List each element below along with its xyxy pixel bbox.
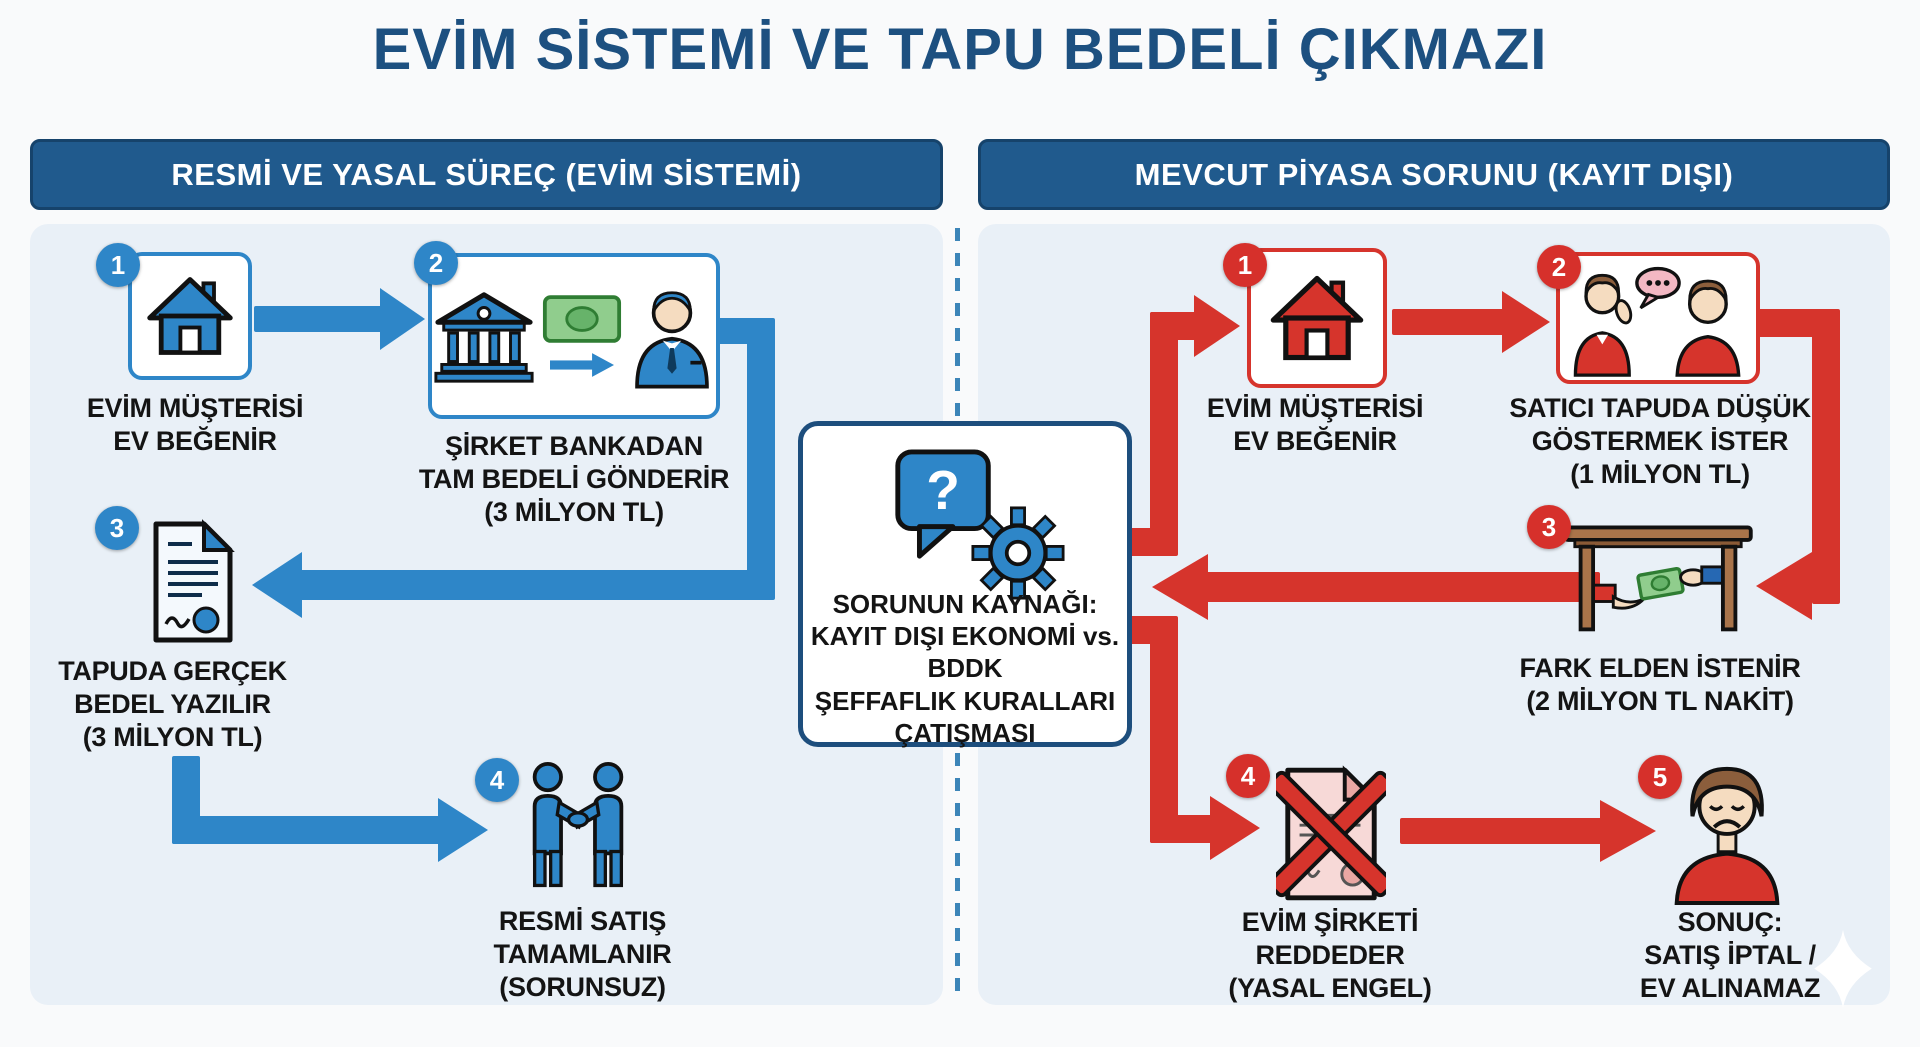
banknote-icon [542, 294, 622, 344]
left-step1-box [128, 252, 252, 380]
arrowhead-to-r1 [1194, 295, 1240, 357]
right-step2-badge: 2 [1537, 245, 1581, 289]
left-step1-badge: 1 [96, 243, 140, 287]
left-step1-label: EVİM MÜŞTERİSİ EV BEĞENİR [86, 393, 304, 456]
right-step4-badge: 4 [1226, 754, 1270, 798]
arrowhead-to-l3 [252, 552, 302, 618]
under-table-cash-icon [1558, 514, 1758, 639]
right-step5-badge: 5 [1638, 755, 1682, 799]
bank-icon [430, 286, 538, 386]
arrow-l1-to-l2 [254, 306, 382, 332]
right-step1-label: EVİM MÜŞTERİSİ EV BEĞENİR [1206, 393, 1424, 456]
connector-l2-down [747, 318, 775, 580]
left-step2-label: ŞİRKET BANKADAN TAM BEDELİ GÖNDERİR (3 M… [418, 431, 730, 527]
arrow-r1-to-r2 [1392, 309, 1506, 335]
right-step1-box [1247, 248, 1387, 388]
arrowhead-r3-to-center [1152, 554, 1208, 620]
left-panel-header-label: RESMİ VE YASAL SÜREÇ (EVİM SİSTEMİ) [171, 156, 802, 192]
left-step2-badge: 2 [414, 241, 458, 285]
sparkle-icon [1808, 930, 1878, 1008]
gear-icon [971, 506, 1065, 600]
arrowhead-r1-to-r2 [1502, 291, 1550, 353]
arrow-to-l3-shaft [300, 570, 775, 600]
arrowhead-to-r3 [1756, 552, 1812, 620]
question-glyph: ? [926, 459, 960, 521]
arrowhead-to-l4 [438, 798, 488, 862]
connector-r2-elbow-out [1755, 309, 1819, 337]
question-bubble-icon: ? [891, 446, 1001, 564]
center-problem-label: SORUNUN KAYNAĞI: KAYIT DIŞI EKONOMİ vs. … [810, 589, 1120, 748]
right-step3-badge: 3 [1527, 505, 1571, 549]
right-step4-label: EVİM ŞİRKETİ REDDEDER (YASAL ENGEL) [1228, 907, 1432, 1003]
arrowhead-to-r4 [1210, 796, 1260, 860]
handshake-icon [512, 758, 644, 896]
connector-center-down [1150, 616, 1178, 843]
businessman-icon [626, 280, 718, 392]
left-step2-box [428, 253, 720, 419]
deed-document-icon [142, 518, 242, 646]
right-step3-label: FARK ELDEN İSTENİR (2 MİLYON TL NAKİT) [1519, 653, 1801, 716]
connector-r2-down [1812, 309, 1840, 604]
left-step4-label: RESMİ SATIŞ TAMAMLANIR (SORUNSUZ) [493, 906, 672, 1002]
right-step2-box [1556, 252, 1760, 384]
money-transfer-group [542, 294, 622, 378]
left-panel-header: RESMİ VE YASAL SÜREÇ (EVİM SİSTEMİ) [30, 139, 943, 210]
right-step5-label: SONUÇ: SATIŞ İPTAL / EV ALINAMAZ [1639, 907, 1821, 1003]
arrow-to-r1-shaft [1150, 312, 1198, 340]
center-problem-box: ? SORUNUN KAYNAĞI: KAYIT DIŞI EKONOM [798, 421, 1132, 748]
arrow-r4-to-r5 [1400, 818, 1604, 844]
house-icon [142, 268, 238, 364]
rejected-document-icon [1276, 764, 1386, 904]
right-panel-header: MEVCUT PİYASA SORUNU (KAYIT DIŞI) [978, 139, 1890, 210]
arrowhead-r4-to-r5 [1600, 800, 1656, 862]
house-icon-red [1265, 266, 1369, 370]
connector-center-up [1150, 312, 1178, 556]
whispering-people-icon [1562, 257, 1754, 379]
left-step3-badge: 3 [95, 506, 139, 550]
right-step1-badge: 1 [1223, 243, 1267, 287]
left-step4-badge: 4 [475, 758, 519, 802]
arrow-to-l4-shaft [172, 816, 440, 844]
transfer-arrow-icon [550, 352, 614, 378]
arrowhead-l1-to-l2 [380, 288, 425, 350]
right-panel-header-label: MEVCUT PİYASA SORUNU (KAYIT DIŞI) [1134, 156, 1734, 192]
right-step2-label: SATICI TAPUDA DÜŞÜK GÖSTERMEK İSTER (1 M… [1509, 393, 1811, 489]
page-title: EVİM SİSTEMİ VE TAPU BEDELİ ÇIKMAZI [372, 17, 1548, 82]
arrow-r3-to-center-shaft [1206, 572, 1600, 602]
sad-person-icon [1660, 757, 1795, 905]
arrow-to-r4-shaft [1150, 815, 1212, 843]
left-step3-label: TAPUDA GERÇEK BEDEL YAZILIR (3 MİLYON TL… [58, 656, 287, 752]
